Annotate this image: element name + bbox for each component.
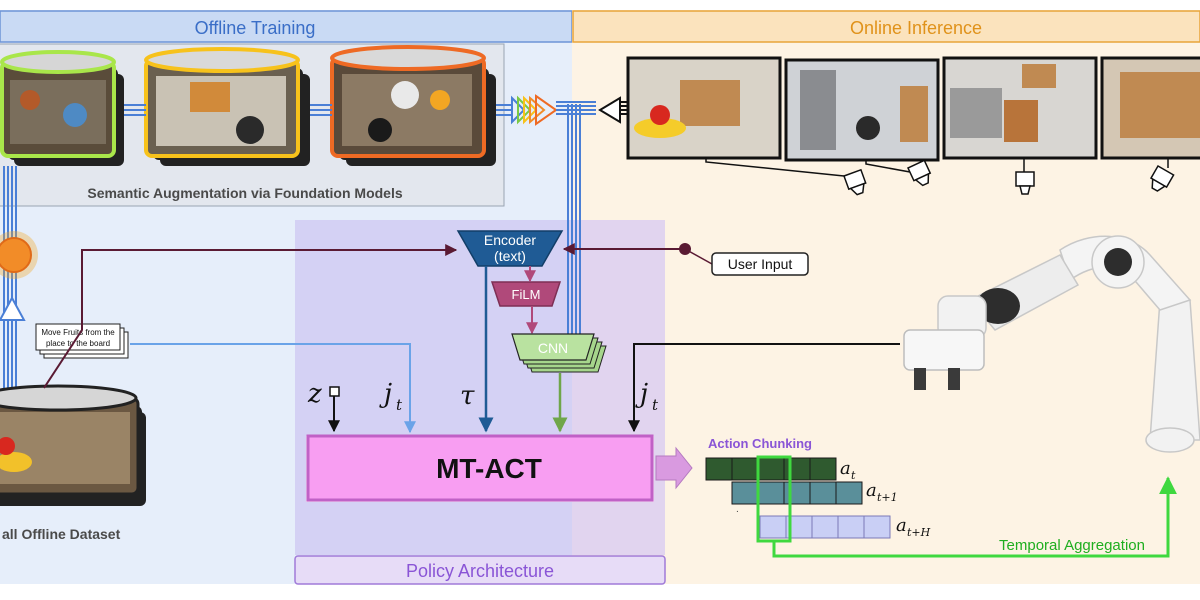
camera-frame-2 bbox=[784, 58, 940, 162]
mtact-output-arrow bbox=[655, 446, 693, 490]
chunk-row-2 bbox=[731, 481, 863, 505]
policy-label-box bbox=[294, 555, 666, 585]
instruction-line1: Move Fruits from the bbox=[41, 328, 115, 337]
camera-icon-1 bbox=[843, 168, 867, 196]
camera-icon-2 bbox=[907, 159, 932, 187]
symbol-j-online-sub: t bbox=[652, 396, 659, 414]
offline-dataset-cylinder bbox=[0, 384, 146, 506]
action-chunking-title: Action Chunking bbox=[708, 436, 812, 451]
instruction-to-encoder-arrow bbox=[43, 244, 458, 389]
chunk-label-atH: a bbox=[896, 515, 907, 536]
symbol-j-offline-sub: t bbox=[396, 396, 403, 414]
camera-leaders bbox=[705, 158, 1169, 177]
jt-online-arrow bbox=[628, 343, 900, 433]
user-input-leader bbox=[684, 248, 713, 265]
robot-arm bbox=[903, 235, 1200, 453]
camera-icon-3 bbox=[1015, 171, 1035, 195]
encoder-label-1: Encoder bbox=[484, 232, 536, 248]
user-input-box bbox=[711, 252, 809, 276]
encoder-block bbox=[456, 230, 564, 267]
policy-label: Policy Architecture bbox=[406, 561, 554, 581]
dataset-caption: all Offline Dataset bbox=[2, 526, 121, 542]
film-label: FiLM bbox=[512, 287, 541, 302]
instruction-note: Move Fruits from the place to the board bbox=[35, 323, 129, 359]
chunk-row-3 bbox=[759, 515, 891, 539]
up-arrow-icon bbox=[0, 295, 26, 321]
rainbow-merge-arrow bbox=[511, 94, 558, 126]
augmentation-caption: Semantic Augmentation via Foundation Mod… bbox=[87, 185, 402, 201]
chunk-row-1 bbox=[705, 457, 837, 481]
policy-region-right bbox=[572, 220, 665, 555]
camera-frame-3 bbox=[942, 56, 1098, 160]
dataset-stack-yellow bbox=[144, 47, 310, 166]
chunk-label-atH-sub: t+H bbox=[907, 526, 931, 539]
camera-frame-4 bbox=[1100, 56, 1200, 160]
sun-icon bbox=[0, 231, 38, 279]
film-block bbox=[490, 281, 562, 307]
dataset-stack-green bbox=[0, 50, 124, 166]
chunk-label-at1-sub: t+1 bbox=[877, 491, 898, 504]
chunk-label-at-sub: t bbox=[851, 469, 856, 482]
dots-row: . bbox=[736, 504, 739, 515]
left-data-lines bbox=[3, 166, 17, 400]
chunk-label-at: a bbox=[840, 458, 851, 479]
temporal-aggregation-arrow bbox=[772, 476, 1177, 558]
jt-offline-arrow bbox=[130, 343, 416, 434]
dataset-stack-orange bbox=[330, 45, 496, 166]
encoder-label-2: (text) bbox=[494, 248, 526, 264]
mtact-label: MT-ACT bbox=[436, 453, 542, 484]
merge-lines bbox=[556, 101, 596, 340]
offline-title: Offline Training bbox=[195, 18, 316, 38]
online-title: Online Inference bbox=[850, 18, 982, 38]
symbol-z: z bbox=[307, 379, 322, 409]
camera-frame-1 bbox=[626, 56, 782, 160]
online-header bbox=[572, 10, 1200, 43]
offline-header bbox=[0, 10, 573, 43]
user-input-label: User Input bbox=[728, 256, 793, 272]
symbol-tau: τ bbox=[460, 381, 475, 411]
stack-connectors bbox=[124, 104, 512, 116]
z-square bbox=[329, 386, 340, 397]
chunk-label-at1: a bbox=[866, 480, 877, 501]
mtact-block bbox=[306, 434, 654, 502]
cnn-block bbox=[511, 333, 607, 373]
camera-icon-4 bbox=[1149, 164, 1175, 192]
cnn-label: CNN bbox=[538, 340, 568, 356]
temporal-aggregation-label: Temporal Aggregation bbox=[999, 537, 1145, 554]
instruction-line2: place to the board bbox=[46, 339, 110, 348]
